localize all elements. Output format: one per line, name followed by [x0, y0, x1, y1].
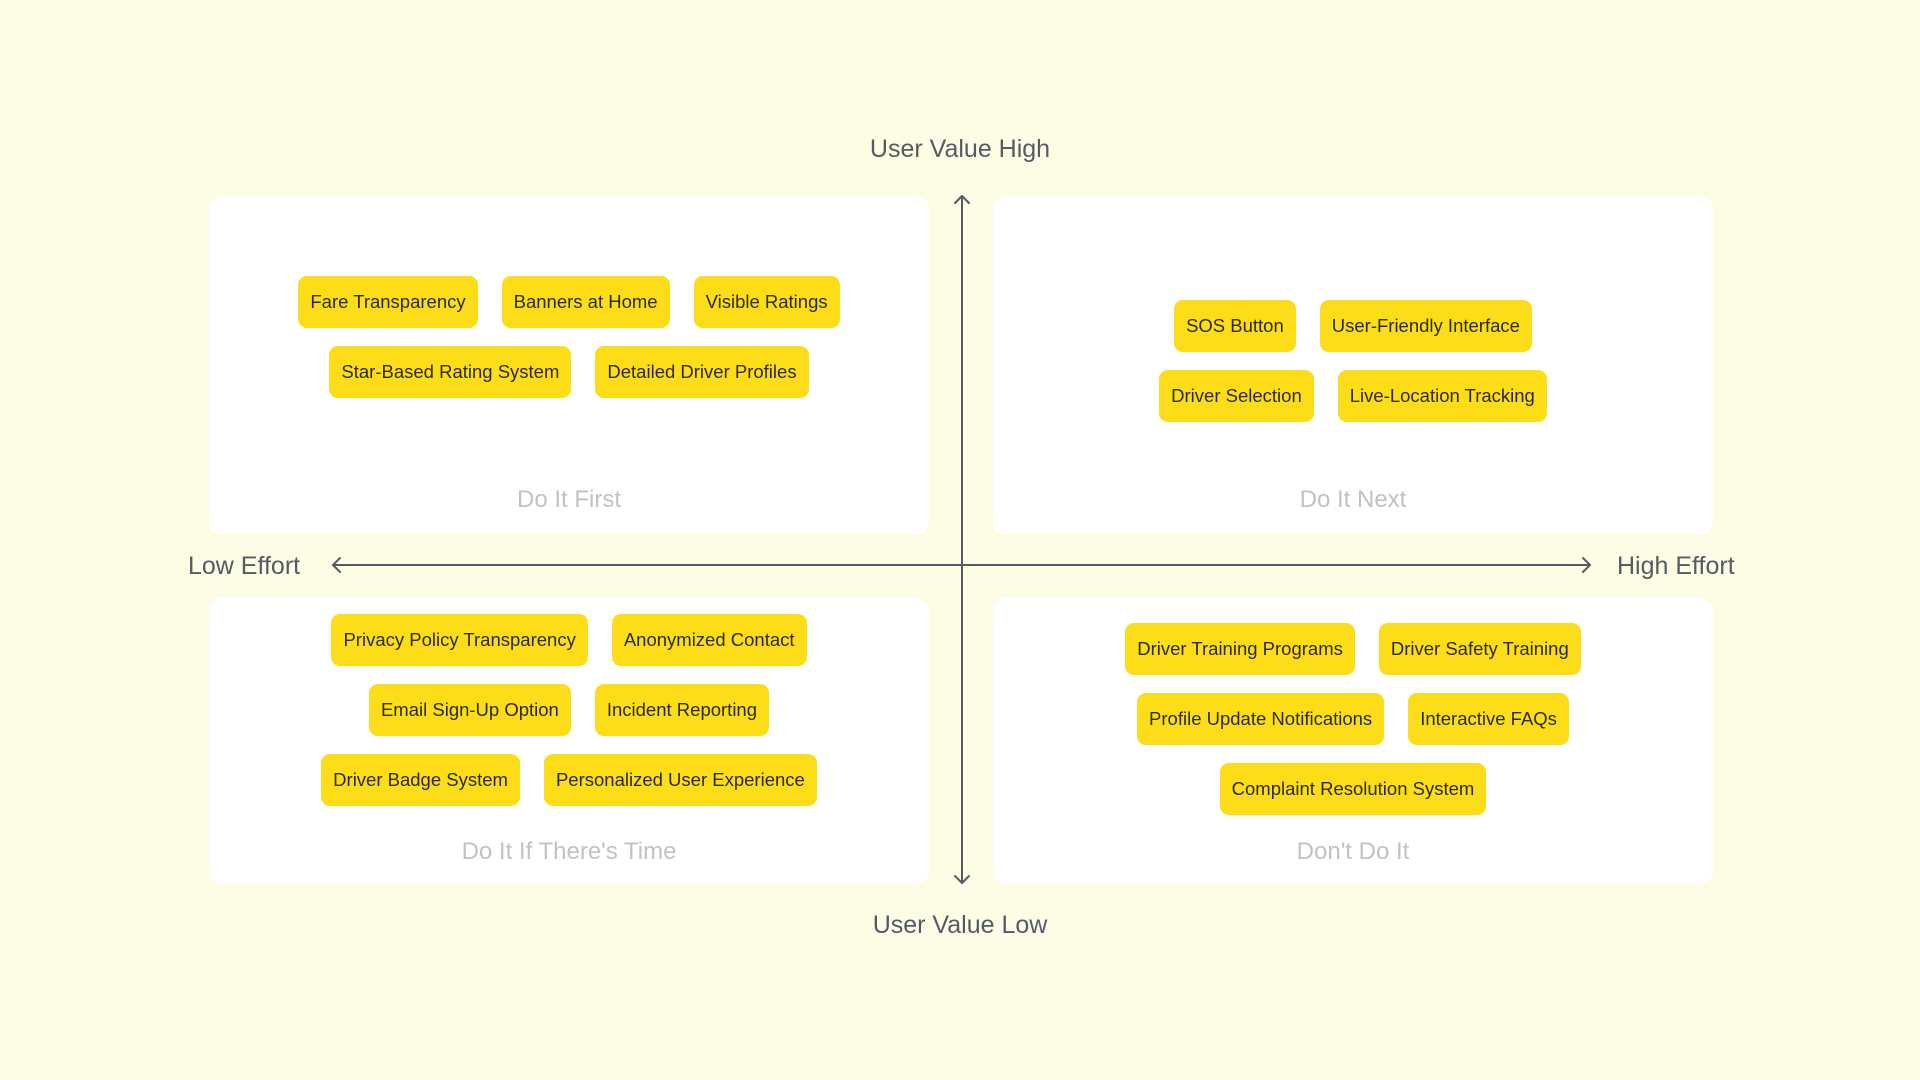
tag-detailed-driver-profiles[interactable]: Detailed Driver Profiles: [595, 346, 809, 398]
tag-complaint-resolution-system[interactable]: Complaint Resolution System: [1219, 763, 1487, 815]
tag-row: SOS Button User-Friendly Interface: [993, 300, 1713, 352]
tag-interactive-faqs[interactable]: Interactive FAQs: [1408, 693, 1569, 745]
tag-row: Profile Update Notifications Interactive…: [993, 693, 1713, 745]
tag-privacy-policy-transparency[interactable]: Privacy Policy Transparency: [331, 614, 588, 666]
tag-anonymized-contact[interactable]: Anonymized Contact: [611, 614, 807, 666]
quadrant-do-it-next: SOS Button User-Friendly Interface Drive…: [993, 196, 1713, 534]
tag-row: Driver Selection Live-Location Tracking: [993, 370, 1713, 422]
axis-label-user-value-high: User Value High: [869, 135, 1051, 163]
tag-driver-selection[interactable]: Driver Selection: [1159, 370, 1314, 422]
quadrant-do-it-if-theres-time: Privacy Policy Transparency Anonymized C…: [209, 598, 929, 884]
quadrant-title: Do It If There's Time: [461, 838, 677, 865]
quadrant-title: Don't Do It: [1296, 838, 1410, 865]
tag-email-sign-up-option[interactable]: Email Sign-Up Option: [368, 684, 571, 736]
tag-banners-at-home[interactable]: Banners at Home: [501, 276, 670, 328]
tag-visible-ratings[interactable]: Visible Ratings: [693, 276, 840, 328]
tag-driver-safety-training[interactable]: Driver Safety Training: [1378, 623, 1581, 675]
arrow-down-icon: [954, 875, 970, 884]
arrow-right-icon: [1582, 557, 1591, 573]
tag-driver-training-programs[interactable]: Driver Training Programs: [1125, 623, 1355, 675]
tag-row: Fare Transparency Banners at Home Visibl…: [209, 276, 929, 328]
quadrant-do-it-first: Fare Transparency Banners at Home Visibl…: [209, 196, 929, 534]
tag-row: Privacy Policy Transparency Anonymized C…: [209, 614, 929, 666]
tag-star-based-rating-system[interactable]: Star-Based Rating System: [329, 346, 572, 398]
arrow-up-icon: [954, 195, 970, 204]
tag-sos-button[interactable]: SOS Button: [1174, 300, 1296, 352]
tag-row: Email Sign-Up Option Incident Reporting: [209, 684, 929, 736]
axis-label-user-value-low: User Value Low: [872, 911, 1048, 939]
quadrant-title: Do It First: [516, 486, 621, 513]
axis-label-high-effort: High Effort: [1617, 552, 1735, 580]
tag-row: Driver Badge System Personalized User Ex…: [209, 754, 929, 806]
quadrant-title: Do It Next: [1299, 486, 1407, 513]
axis-label-low-effort: Low Effort: [188, 552, 301, 580]
quadrant-dont-do-it: Driver Training Programs Driver Safety T…: [993, 598, 1713, 884]
tag-row: Complaint Resolution System: [993, 763, 1713, 815]
tag-user-friendly-interface[interactable]: User-Friendly Interface: [1319, 300, 1532, 352]
tag-row: Driver Training Programs Driver Safety T…: [993, 623, 1713, 675]
tag-row: Star-Based Rating System Detailed Driver…: [209, 346, 929, 398]
tag-live-location-tracking[interactable]: Live-Location Tracking: [1337, 370, 1547, 422]
tag-driver-badge-system[interactable]: Driver Badge System: [321, 754, 520, 806]
tag-incident-reporting[interactable]: Incident Reporting: [594, 684, 770, 736]
arrow-left-icon: [332, 557, 341, 573]
tag-profile-update-notifications[interactable]: Profile Update Notifications: [1137, 693, 1385, 745]
tag-fare-transparency[interactable]: Fare Transparency: [298, 276, 478, 328]
tag-personalized-user-experience[interactable]: Personalized User Experience: [543, 754, 817, 806]
